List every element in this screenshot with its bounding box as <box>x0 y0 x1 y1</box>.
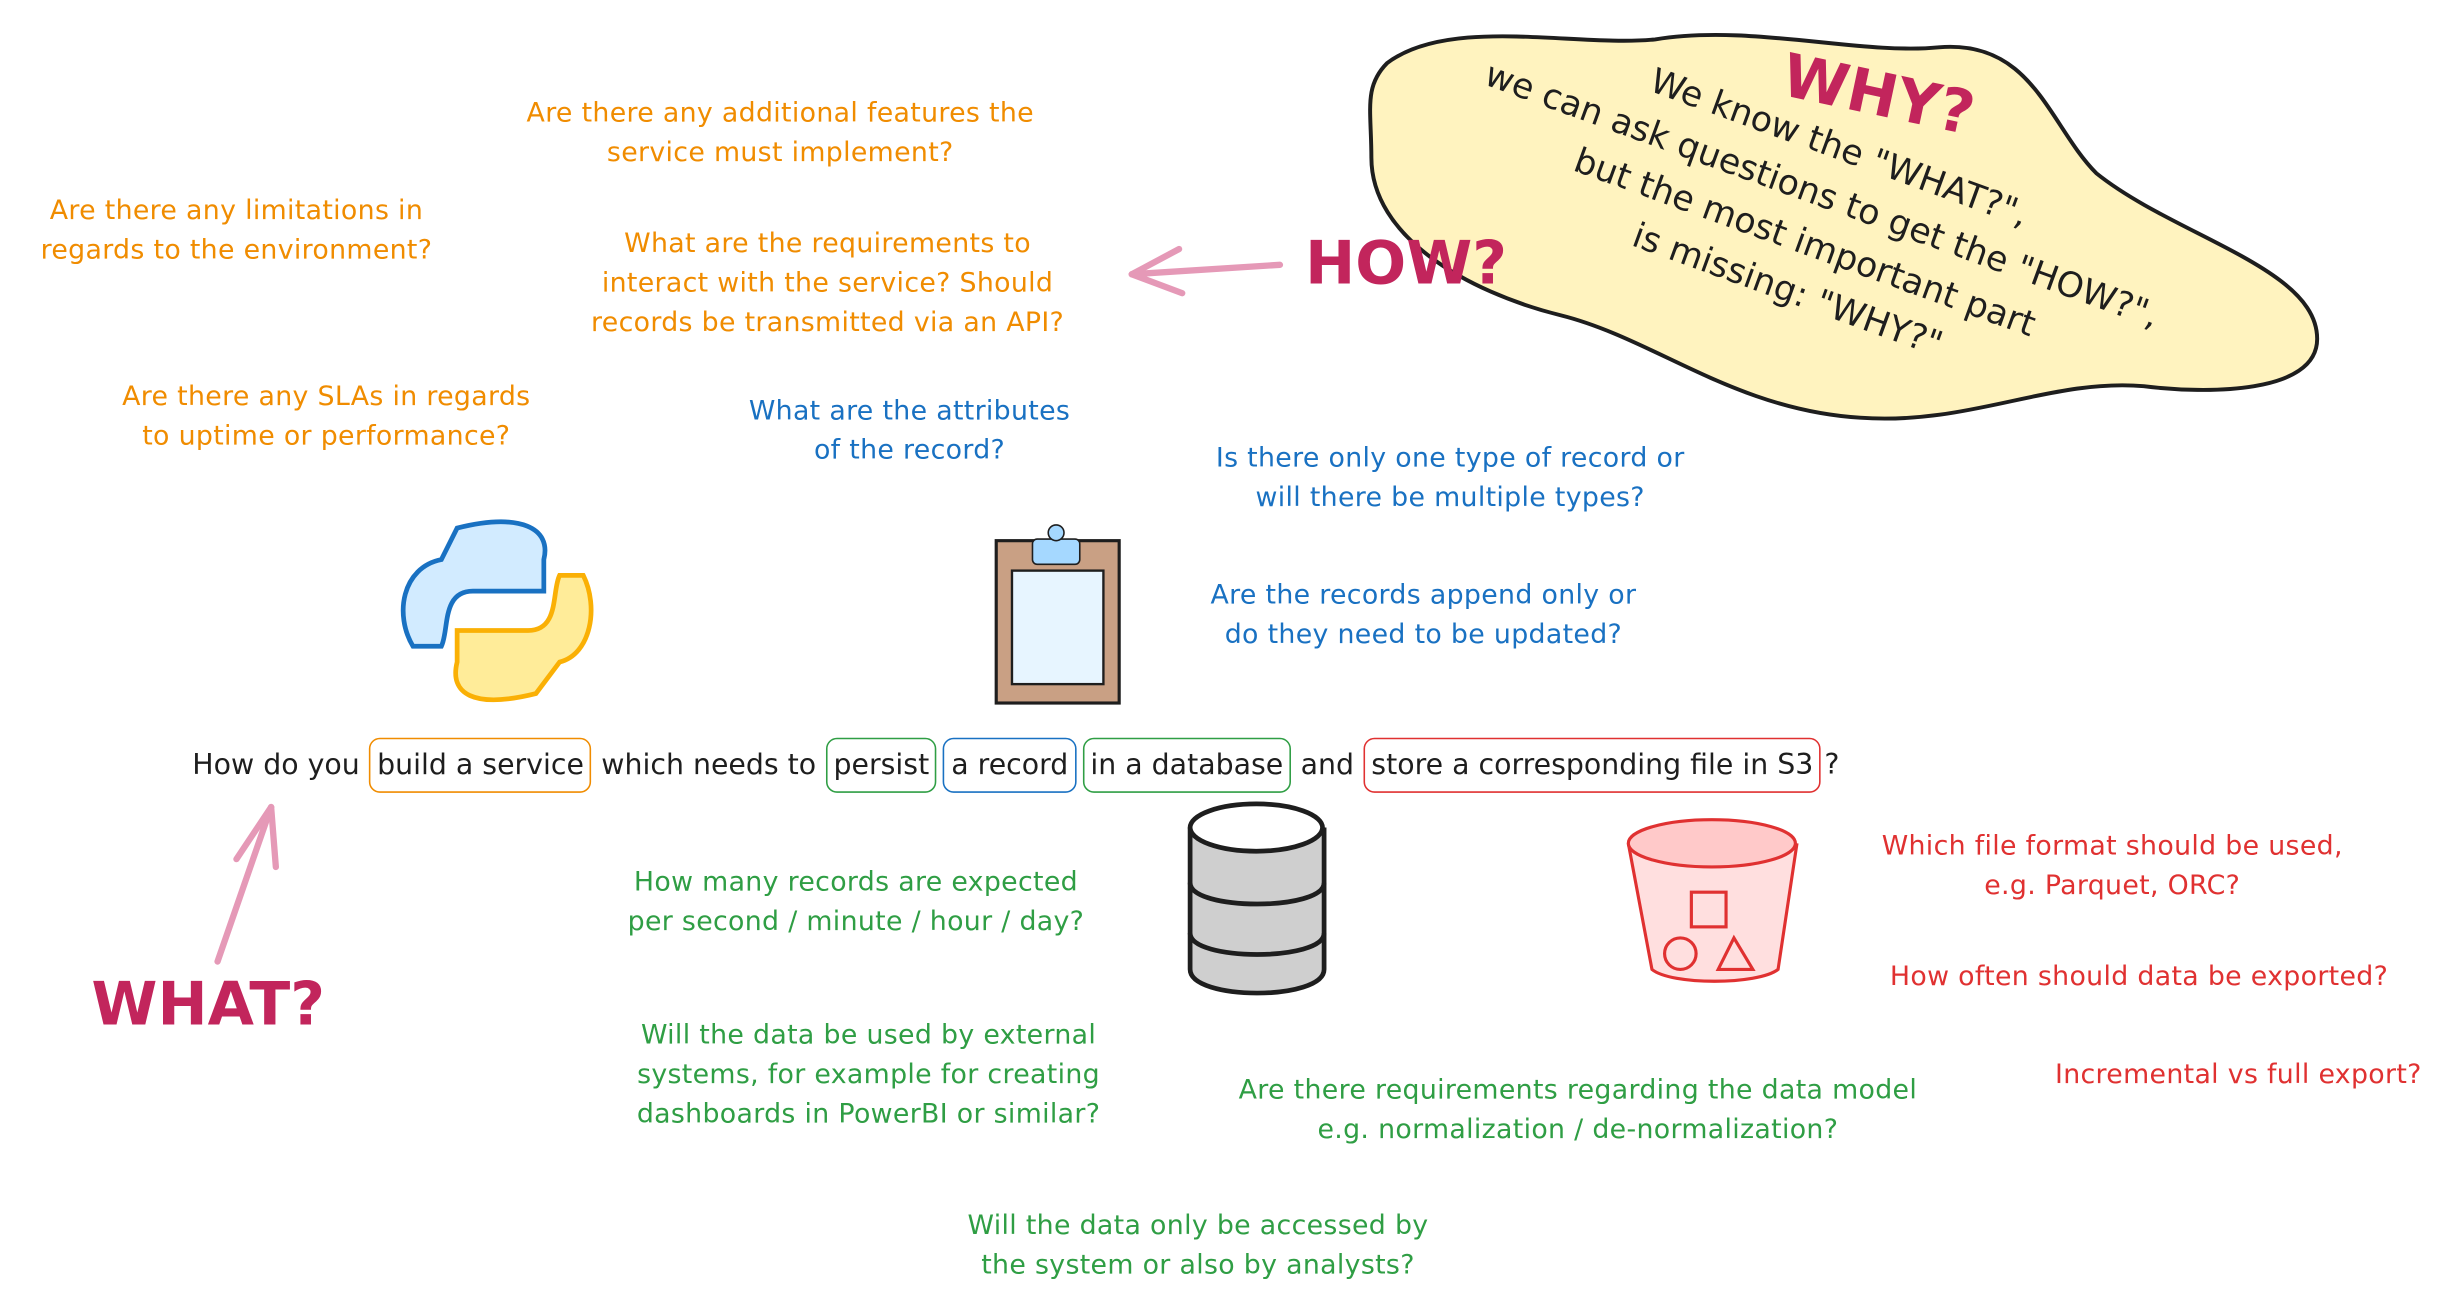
database-icon <box>1187 801 1327 996</box>
s3-bucket-icon <box>1626 818 1799 983</box>
sentence-text: and <box>1300 748 1354 782</box>
why-cloud <box>1368 32 2320 421</box>
clipboard-icon <box>994 524 1121 705</box>
python-logo-icon <box>400 519 594 703</box>
question-data-model: Are there requirements regarding the dat… <box>1238 1075 1918 1146</box>
phrase-record: a record <box>943 737 1077 793</box>
phrase-database: in a database <box>1082 737 1292 793</box>
sentence-text: which needs to <box>601 748 817 782</box>
what-label: WHAT? <box>91 969 325 1039</box>
phrase-persist: persist <box>825 737 938 793</box>
sentence-text: ? <box>1824 748 1840 782</box>
phrase-store-file: store a corresponding file in S3 <box>1363 737 1822 793</box>
sentence-text: How do you <box>192 748 360 782</box>
question-incremental: Incremental vs full export? <box>2054 1059 2422 1091</box>
question-export-frequency: How often should data be exported? <box>1889 961 2389 994</box>
how-label: HOW? <box>1305 228 1508 298</box>
question-file-format: Which file format should be used,e.g. Pa… <box>1881 830 2343 902</box>
phrase-build-service: build a service <box>369 737 592 793</box>
arrow-icon <box>214 245 1284 965</box>
central-question: How do you build a service which needs t… <box>186 737 1840 793</box>
